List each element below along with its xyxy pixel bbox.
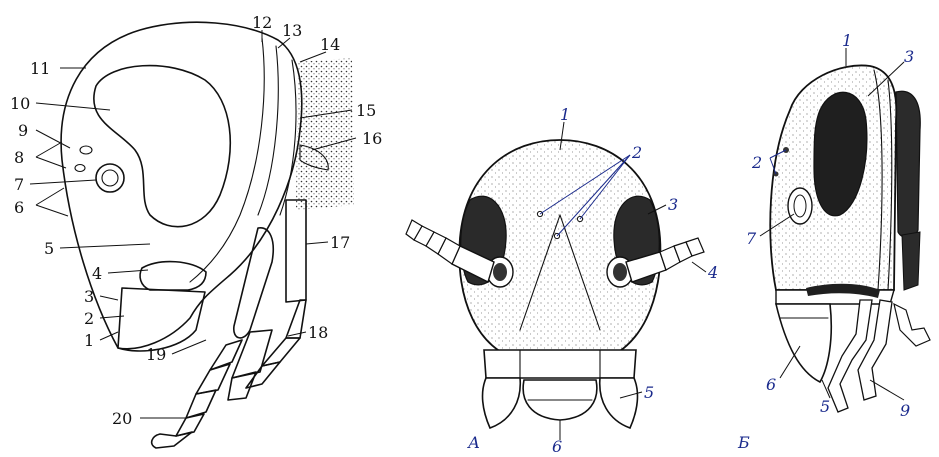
left-label-18: 18	[308, 323, 328, 342]
right-label-6: 6	[766, 375, 776, 394]
center-label-4: 4	[707, 263, 718, 282]
right-label-9: 9	[900, 401, 910, 420]
left-label-6: 6	[14, 198, 24, 217]
left-label-13: 13	[282, 21, 302, 40]
right-label-1: 1	[842, 31, 852, 50]
right-caption: Б	[737, 433, 750, 452]
lateral-head-drawing	[61, 22, 354, 448]
left-label-8: 8	[14, 148, 24, 167]
lateral-head-drawing-b	[770, 65, 930, 412]
right-label-5: 5	[820, 397, 830, 416]
left-label-1: 1	[84, 331, 94, 350]
left-label-9: 9	[18, 121, 28, 140]
left-label-5: 5	[44, 239, 54, 258]
frontal-head-drawing	[406, 140, 704, 428]
left-label-4: 4	[92, 264, 102, 283]
center-label-1: 1	[560, 105, 570, 124]
left-label-3: 3	[84, 287, 94, 306]
left-label-19: 19	[146, 345, 166, 364]
left-label-15: 15	[356, 101, 376, 120]
left-label-17: 17	[330, 233, 350, 252]
right-label-3: 3	[904, 47, 914, 66]
left-label-16: 16	[362, 129, 382, 148]
center-caption: А	[467, 433, 480, 452]
center-label-6: 6	[552, 437, 562, 456]
left-label-14: 14	[320, 35, 340, 54]
left-label-2: 2	[84, 309, 94, 328]
left-label-7: 7	[14, 175, 24, 194]
center-label-3: 3	[668, 195, 678, 214]
left-label-12: 12	[252, 13, 272, 32]
right-label-2: 2	[751, 153, 762, 172]
center-label-5: 5	[644, 383, 654, 402]
left-label-20: 20	[112, 409, 132, 428]
left-label-11: 11	[30, 59, 50, 78]
center-label-2: 2	[631, 143, 642, 162]
left-label-10: 10	[10, 94, 30, 113]
right-label-7: 7	[746, 229, 757, 248]
